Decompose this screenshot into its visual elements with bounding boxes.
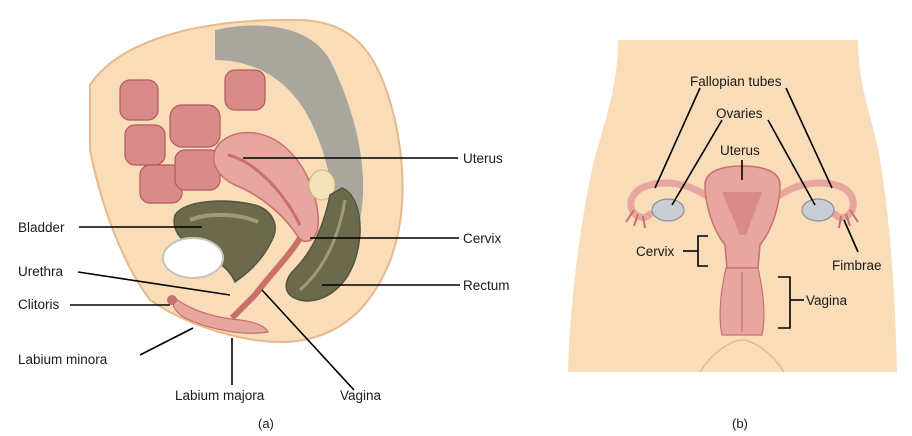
panel-a-illustration <box>90 20 403 342</box>
label-cervix-a: Cervix <box>463 231 502 246</box>
label-clitoris: Clitoris <box>18 297 60 312</box>
caption-b: (b) <box>732 416 748 431</box>
panel-b-illustration <box>568 40 897 372</box>
ovary-left <box>652 199 684 221</box>
label-urethra: Urethra <box>18 264 64 279</box>
label-cervix-b: Cervix <box>636 244 675 259</box>
label-labium-majora: Labium majora <box>175 388 265 403</box>
label-fimbrae: Fimbrae <box>832 258 882 273</box>
label-bladder: Bladder <box>18 220 65 235</box>
ovary-right <box>802 199 834 221</box>
label-rectum: Rectum <box>463 278 510 293</box>
label-vagina-b: Vagina <box>806 293 848 308</box>
label-uterus-a: Uterus <box>463 151 503 166</box>
clitoris-shape <box>167 295 177 305</box>
label-labium-minora: Labium minora <box>18 352 108 367</box>
label-ovaries: Ovaries <box>716 106 763 121</box>
label-fallopian-tubes: Fallopian tubes <box>690 74 782 89</box>
label-uterus-b: Uterus <box>720 143 760 158</box>
pubic-bone <box>163 238 223 278</box>
caption-a: (a) <box>258 416 274 431</box>
label-vagina-a: Vagina <box>340 388 382 403</box>
